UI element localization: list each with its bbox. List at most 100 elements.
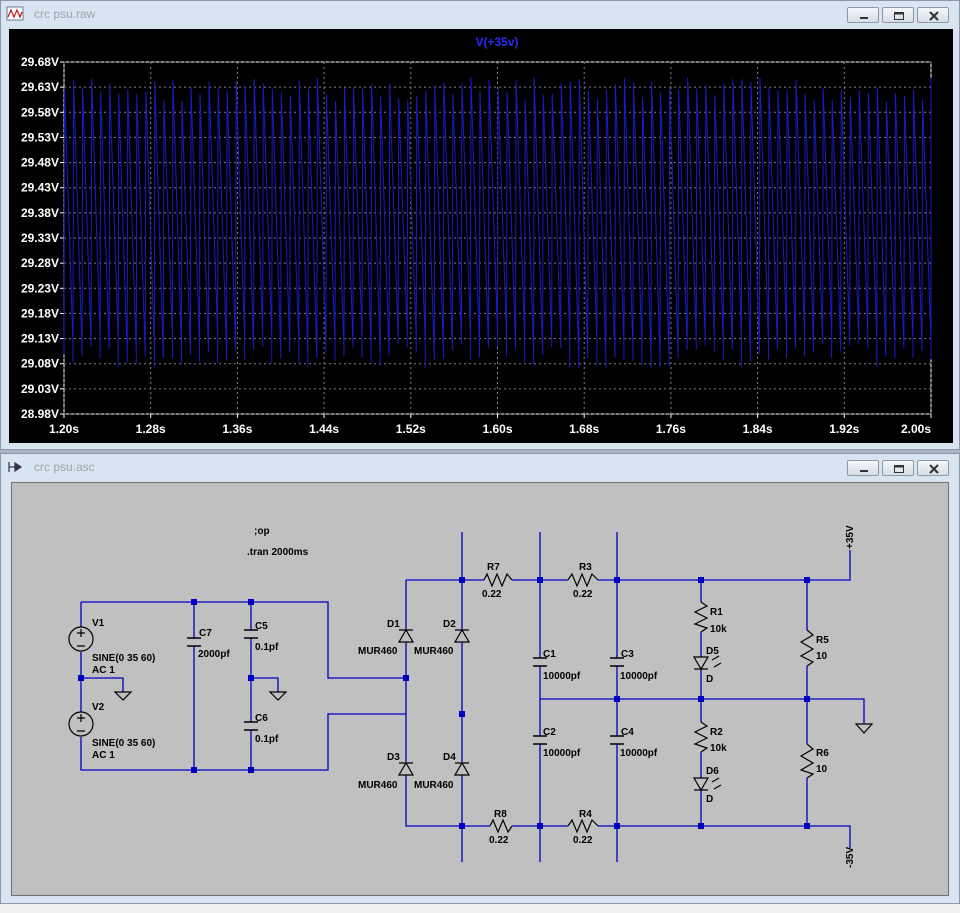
schematic-window-title: crc psu.asc	[34, 460, 95, 474]
resistor-r3	[567, 572, 599, 588]
ground-symbol	[268, 691, 288, 701]
y-tick-label: 29.33V	[21, 231, 59, 245]
schematic-drawing[interactable]: ;op .tran 2000ms V1 SINE(0 35 60) AC 1 V…	[12, 483, 950, 897]
y-axis: 29.68V29.63V29.58V29.53V29.48V29.43V29.3…	[21, 55, 64, 421]
r1-value: 10k	[710, 624, 727, 635]
d3-name: D3	[387, 752, 400, 763]
r5-value: 10	[816, 651, 828, 662]
source-v2[interactable]	[68, 711, 94, 737]
r3-value: 0.22	[573, 589, 593, 600]
waveform-titlebar[interactable]: crc psu.raw	[1, 1, 959, 29]
c3-name: C3	[621, 649, 634, 660]
c1-value: 10000pf	[543, 671, 581, 682]
ground-symbol	[854, 723, 874, 734]
maximize-button[interactable]	[882, 7, 914, 23]
x-tick-label: 1.28s	[136, 422, 166, 436]
minimize-icon	[860, 470, 868, 472]
status-bar	[0, 904, 960, 913]
diode-d1	[397, 628, 415, 643]
d5-name: D5	[706, 646, 719, 657]
ground-symbol	[113, 691, 133, 701]
v1-name: V1	[92, 618, 105, 629]
net-label-minus35v[interactable]: -35V	[845, 847, 856, 868]
x-tick-label: 1.68s	[569, 422, 599, 436]
r6-value: 10	[816, 764, 828, 775]
diode-d3	[397, 761, 415, 776]
resistor-r4	[567, 818, 599, 834]
close-button[interactable]	[917, 7, 949, 23]
minimize-icon	[860, 17, 868, 19]
schematic-canvas[interactable]: ;op .tran 2000ms V1 SINE(0 35 60) AC 1 V…	[11, 482, 949, 896]
trace-line[interactable]	[63, 77, 932, 369]
y-tick-label: 29.43V	[21, 181, 59, 195]
capacitor-c3	[610, 657, 624, 667]
v2-ac: AC 1	[92, 750, 115, 761]
trace-label[interactable]: V(+35v)	[475, 35, 518, 49]
c2-value: 10000pf	[543, 748, 581, 759]
c6-value: 0.1pf	[255, 734, 279, 745]
x-tick-label: 1.92s	[829, 422, 859, 436]
diode-d2	[453, 628, 471, 643]
maximize-icon	[894, 12, 904, 20]
waveform-app-icon	[6, 6, 24, 21]
net-label-plus35v[interactable]: +35V	[845, 525, 856, 549]
c7-value: 2000pf	[198, 649, 230, 660]
c5-name: C5	[255, 621, 268, 632]
maximize-button[interactable]	[882, 460, 914, 476]
x-tick-label: 1.44s	[309, 422, 339, 436]
resistor-r1	[693, 601, 709, 633]
diode-d4	[453, 761, 471, 776]
c7-name: C7	[199, 628, 212, 639]
waveform-plot[interactable]: V(+35v) 29.68V29.63V29.58V29.53V29.48V29…	[9, 29, 953, 443]
r8-name: R8	[494, 809, 507, 820]
schematic-window[interactable]: crc psu.asc	[0, 453, 960, 904]
c1-name: C1	[543, 649, 556, 660]
v2-value: SINE(0 35 60)	[92, 738, 155, 749]
x-tick-label: 1.60s	[482, 422, 512, 436]
y-tick-label: 29.38V	[21, 206, 59, 220]
y-tick-label: 29.63V	[21, 80, 59, 94]
minimize-button[interactable]	[847, 460, 879, 476]
x-tick-label: 2.00s	[901, 422, 931, 436]
schematic-app-icon	[8, 461, 23, 473]
d4-value: MUR460	[414, 780, 454, 791]
y-tick-label: 29.13V	[21, 332, 59, 346]
close-button[interactable]	[917, 460, 949, 476]
directive-tran[interactable]: .tran 2000ms	[247, 547, 309, 558]
d3-value: MUR460	[358, 780, 398, 791]
c3-value: 10000pf	[620, 671, 658, 682]
x-tick-label: 1.76s	[656, 422, 686, 436]
v1-value: SINE(0 35 60)	[92, 653, 155, 664]
capacitor-c7	[187, 637, 201, 647]
y-tick-label: 29.53V	[21, 130, 59, 144]
capacitor-c5	[244, 629, 258, 639]
c4-name: C4	[621, 727, 634, 738]
y-tick-label: 29.08V	[21, 357, 59, 371]
x-tick-label: 1.84s	[743, 422, 773, 436]
y-tick-label: 29.48V	[21, 156, 59, 170]
capacitor-c1	[533, 657, 547, 667]
r5-name: R5	[816, 635, 829, 646]
minimize-button[interactable]	[847, 7, 879, 23]
d2-name: D2	[443, 619, 456, 630]
y-tick-label: 29.18V	[21, 306, 59, 320]
v1-ac: AC 1	[92, 665, 115, 676]
x-tick-label: 1.20s	[49, 422, 79, 436]
r7-value: 0.22	[482, 589, 502, 600]
r6-name: R6	[816, 748, 829, 759]
c4-value: 10000pf	[620, 748, 658, 759]
source-v1[interactable]	[68, 626, 94, 652]
r1-name: R1	[710, 607, 723, 618]
y-tick-label: 29.28V	[21, 256, 59, 270]
capacitor-c4	[610, 735, 624, 745]
capacitor-c6	[244, 721, 258, 731]
y-tick-label: 29.58V	[21, 105, 59, 119]
schematic-titlebar[interactable]: crc psu.asc	[1, 454, 959, 482]
directive-op[interactable]: ;op	[254, 526, 270, 537]
d5-value: D	[706, 674, 713, 685]
d2-value: MUR460	[414, 646, 454, 657]
y-tick-label: 28.98V	[21, 407, 59, 421]
